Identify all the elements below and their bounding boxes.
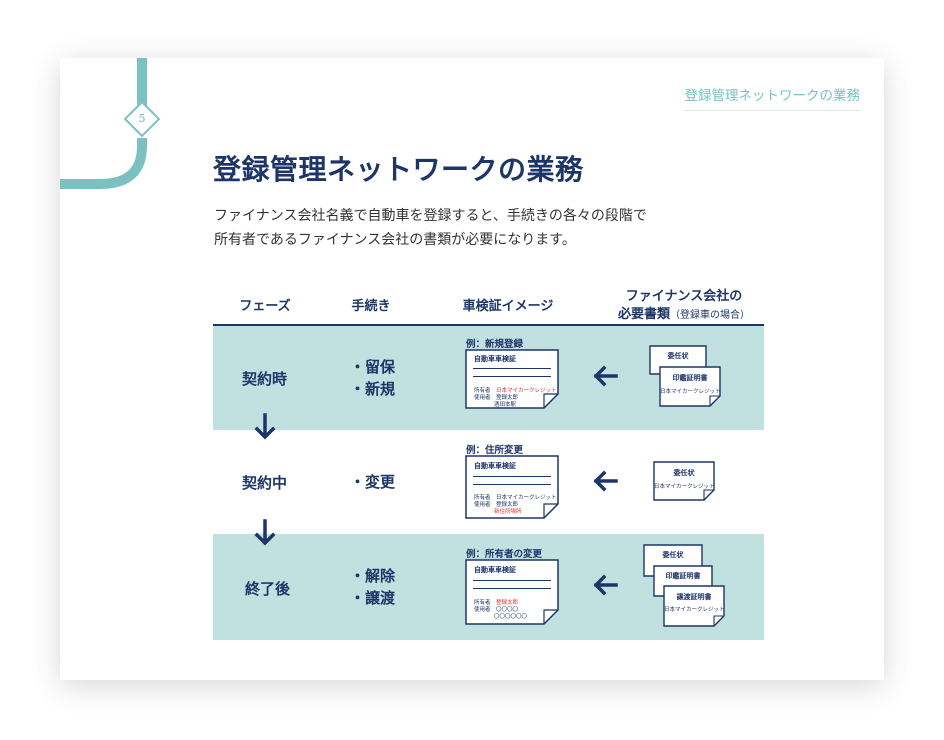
procedure-list: ・解除 ・譲渡	[350, 565, 395, 609]
certificate-document-icon	[465, 349, 559, 409]
certificate-rule	[473, 476, 551, 477]
column-header-docs-line2: 必要書類	[617, 307, 670, 322]
certificate-document-icon	[465, 455, 559, 519]
certificate-user: 使用者 登録太郎	[474, 502, 519, 508]
header-rule	[213, 324, 764, 326]
example-label: 例：所有者の変更	[466, 549, 543, 560]
procedure-list: ・留保 ・新規	[350, 356, 395, 400]
example-label: 例：新規登録	[466, 339, 524, 350]
certificate-rule	[473, 588, 551, 589]
certificate-rule	[473, 580, 551, 581]
certificate-owner: 所有者 日本マイカークレジット	[474, 495, 557, 501]
column-header-procedure: 手続き	[351, 299, 391, 314]
card-title: 委任状	[662, 551, 684, 559]
column-header-phase: フェーズ	[239, 299, 291, 314]
left-arrow-icon	[593, 365, 618, 387]
page-number: 5	[138, 112, 146, 125]
certificate-owner: 所有者 登録太郎	[474, 600, 519, 606]
card-subtitle: 日本マイカークレジット	[664, 607, 725, 613]
procedure-item: ・新規	[350, 380, 396, 398]
slide-page: 5 登録管理ネットワークの業務 登録管理ネットワークの業務 ファイナンス会社名義…	[60, 58, 884, 680]
left-arrow-icon	[593, 470, 618, 492]
procedure-item: ・解除	[350, 567, 396, 585]
column-header-docs-line1: ファイナンス会社の	[625, 289, 743, 304]
document-card-icon	[663, 585, 725, 627]
card-subtitle: 日本マイカークレジット	[654, 484, 715, 490]
card-subtitle: 日本マイカークレジット	[660, 389, 721, 395]
phase-label: 契約中	[242, 474, 288, 492]
card-title: 委任状	[673, 469, 695, 477]
certificate-extra: 〇〇〇〇〇〇	[494, 614, 528, 620]
phase-label: 終了後	[245, 580, 291, 598]
phase-label: 契約時	[242, 370, 288, 388]
card-title: 印鑑証明書	[672, 374, 708, 382]
certificate-extra: 酒田本駅	[494, 402, 517, 408]
corner-decoration	[60, 58, 161, 189]
certificate-user: 使用者 〇〇〇〇	[474, 607, 519, 613]
down-arrow-icon	[254, 413, 276, 440]
card-title: 委任状	[667, 352, 689, 360]
certificate-document-icon	[465, 559, 559, 625]
flow-graphics	[254, 345, 725, 627]
certificate-title: 自動車車検証	[474, 355, 516, 363]
description: ファイナンス会社名義で自動車を登録すると、手続きの各々の段階で 所有者であるファ…	[214, 204, 647, 252]
certificate-rule	[473, 368, 551, 369]
left-arrow-icon	[593, 574, 618, 596]
procedure-item: ・譲渡	[350, 589, 396, 607]
certificate-rule	[473, 376, 551, 377]
column-header-docs: ファイナンス会社の 必要書類（登録車の場合）	[604, 288, 764, 325]
column-header-image: 車検証イメージ	[462, 299, 554, 314]
certificate-title: 自動車車検証	[474, 566, 516, 574]
procedure-list: ・変更	[350, 471, 395, 493]
certificate-user: 使用者 登録太郎	[474, 395, 519, 401]
page-title: 登録管理ネットワークの業務	[213, 153, 584, 186]
example-label: 例：住所変更	[466, 445, 524, 456]
certificate-owner: 所有者 日本マイカークレジット	[474, 388, 557, 394]
card-title: 印鑑証明書	[665, 572, 701, 580]
document-card-icon	[653, 461, 715, 501]
card-title: 譲渡証明書	[676, 593, 712, 601]
description-line: 所有者であるファイナンス会社の書類が必要になります。	[214, 232, 576, 248]
down-arrow-icon	[254, 519, 276, 546]
certificate-extra: 新住所場所	[494, 509, 522, 515]
certificate-rule	[473, 484, 551, 485]
description-line: ファイナンス会社名義で自動車を登録すると、手続きの各々の段階で	[214, 208, 647, 224]
procedure-item: ・留保	[350, 358, 396, 376]
document-card-icon	[659, 366, 721, 407]
page-header: 登録管理ネットワークの業務	[684, 84, 860, 111]
procedure-item: ・変更	[350, 473, 396, 491]
certificate-title: 自動車車検証	[474, 462, 516, 470]
column-header-docs-note: （登録車の場合）	[670, 310, 750, 321]
